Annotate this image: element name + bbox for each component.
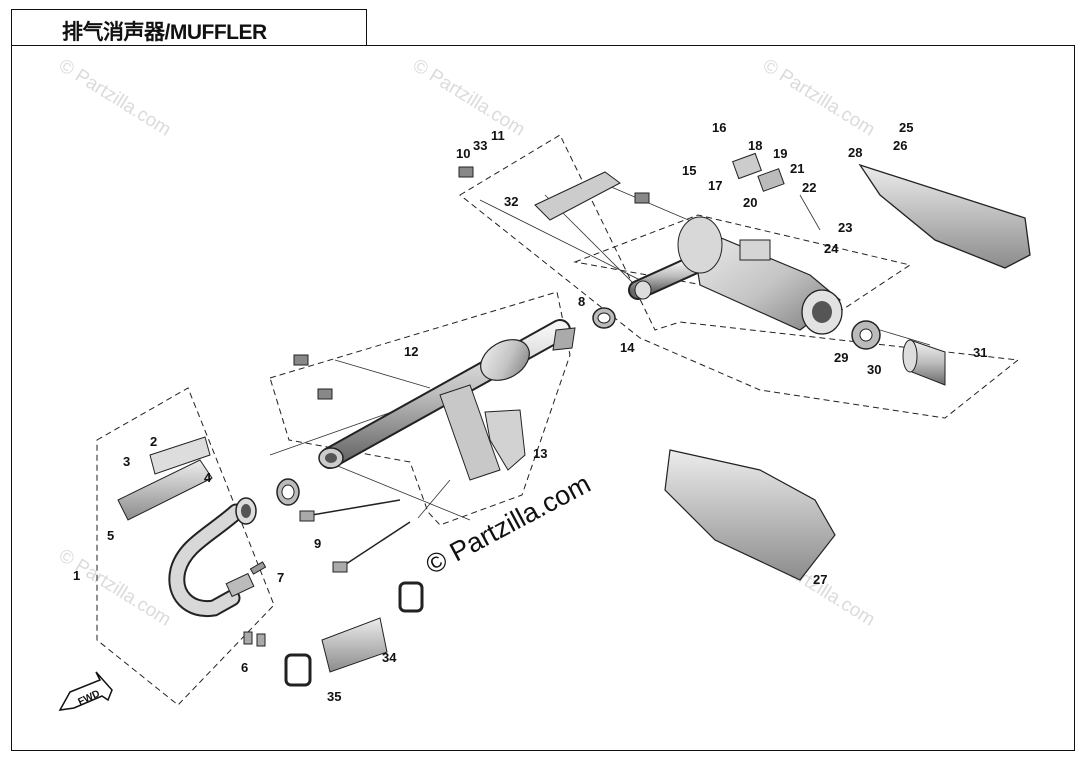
part-label: 34 — [382, 650, 397, 665]
part-label: 21 — [790, 161, 804, 176]
part-label: 15 — [682, 163, 696, 178]
gaskets — [276, 307, 616, 506]
forward-arrow: FWD — [58, 671, 113, 711]
part-label: 9 — [314, 536, 321, 551]
part-label: 19 — [773, 146, 787, 161]
part-label: 4 — [204, 470, 212, 485]
part-label: 25 — [899, 120, 913, 135]
part-label: 31 — [973, 345, 987, 360]
title-box: 排气消声器/MUFFLER — [11, 9, 367, 46]
header-heat-shield — [117, 436, 213, 521]
tail-pipe — [851, 320, 946, 386]
part-label: 7 — [277, 570, 284, 585]
front-pipe-catalyst — [318, 319, 576, 481]
part-label: 22 — [802, 180, 816, 195]
part-label: 1 — [73, 568, 80, 583]
part-label: 27 — [813, 572, 827, 587]
part-label: 13 — [533, 446, 547, 461]
part-label: 12 — [404, 344, 418, 359]
part-label: 17 — [708, 178, 722, 193]
page-title: 排气消声器/MUFFLER — [62, 21, 267, 44]
mount-bracket — [732, 152, 785, 261]
part-label: 8 — [578, 294, 585, 309]
part-label: 29 — [834, 350, 848, 365]
part-label: 23 — [838, 220, 852, 235]
diagram-frame — [11, 45, 1075, 751]
part-label: 18 — [748, 138, 762, 153]
hardware-small — [243, 561, 267, 647]
front-pipe-shield — [484, 409, 526, 471]
part-label: 14 — [620, 340, 635, 355]
oxygen-sensors — [299, 499, 411, 573]
part-label: 35 — [327, 689, 341, 704]
part-label: 26 — [893, 138, 907, 153]
assembly-outlines — [96, 134, 1020, 706]
part-label: 2 — [150, 434, 157, 449]
part-label: 11 — [491, 128, 505, 143]
part-label: 16 — [712, 120, 726, 135]
muffler-body — [628, 216, 843, 335]
part-label: 20 — [743, 195, 757, 210]
part-label: 32 — [504, 194, 518, 209]
part-label: 3 — [123, 454, 130, 469]
part-label: 5 — [107, 528, 114, 543]
leader-lines — [269, 179, 931, 521]
springs — [293, 166, 650, 400]
muffler-cover — [858, 163, 1031, 269]
part-label: 28 — [848, 145, 862, 160]
header-pipe — [168, 497, 257, 618]
mid-heat-shield — [284, 581, 424, 687]
upper-bracket — [534, 171, 621, 221]
lower-heat-shield — [664, 449, 836, 581]
part-label: 24 — [824, 241, 839, 256]
part-label: 6 — [241, 660, 248, 675]
part-number-labels: 1 2 3 4 5 6 7 8 9 10 11 12 13 14 15 16 1… — [73, 120, 987, 704]
part-label: 10 — [456, 146, 470, 161]
part-label: 33 — [473, 138, 487, 153]
part-label: 30 — [867, 362, 881, 377]
